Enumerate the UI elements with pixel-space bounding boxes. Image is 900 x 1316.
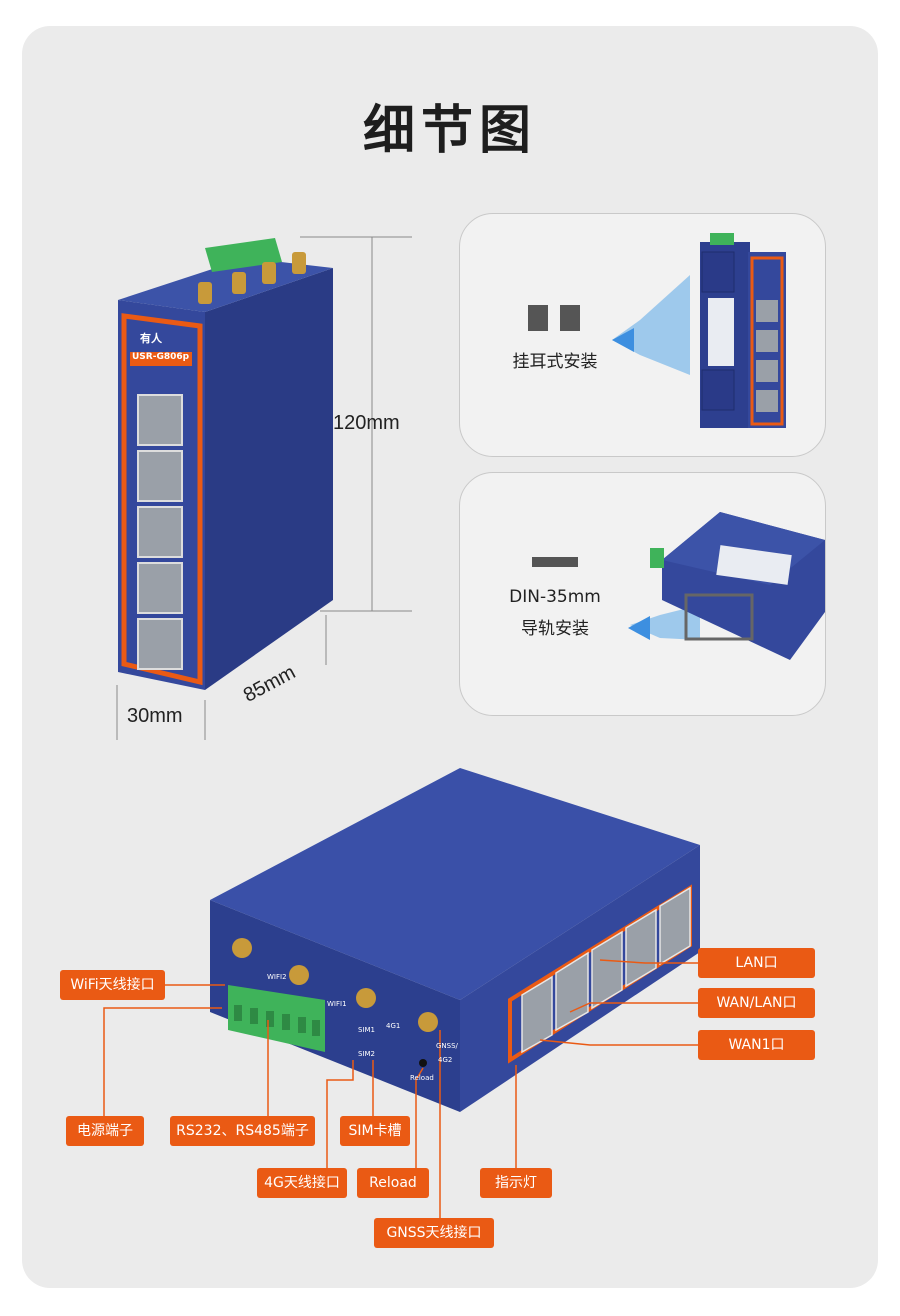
- din-mount-label-2: 导轨安装: [521, 619, 589, 639]
- callout-power-terminal: 电源端子: [66, 1116, 144, 1146]
- callout-reload: Reload: [357, 1168, 429, 1198]
- silk-4g1: 4G1: [386, 1022, 401, 1030]
- brand-logo: 有人: [140, 332, 162, 345]
- width-dimension: 30mm: [127, 705, 183, 727]
- callout-indicator: 指示灯: [480, 1168, 552, 1198]
- silk-reload: Reload: [410, 1074, 434, 1082]
- callout-rs-terminal: RS232、RS485端子: [170, 1116, 315, 1146]
- callout-wan1-port: WAN1口: [698, 1030, 815, 1060]
- silk-wifi1: WIFI1: [327, 1000, 347, 1008]
- front-ports: [137, 394, 183, 670]
- ear-mount-label: 挂耳式安装: [512, 352, 598, 372]
- callout-sim-slot: SIM卡槽: [340, 1116, 410, 1146]
- model-label-bg: [130, 352, 192, 366]
- callout-gnss-antenna: GNSS天线接口: [374, 1218, 494, 1248]
- silk-wifi2: WIFI2: [267, 973, 287, 981]
- callout-wan-lan-port: WAN/LAN口: [698, 988, 815, 1018]
- page-title: 细节图: [362, 101, 537, 161]
- callout-lan-port: LAN口: [698, 948, 815, 978]
- height-dimension: 120mm: [333, 412, 400, 434]
- silk-4g2: 4G2: [438, 1056, 453, 1064]
- model-label: USR-G806p: [132, 352, 190, 362]
- callout-4g-antenna: 4G天线接口: [257, 1168, 347, 1198]
- callout-wifi-antenna: WiFi天线接口: [60, 970, 165, 1000]
- silk-sim2: SIM2: [358, 1050, 376, 1058]
- silk-gnss: GNSS/: [436, 1042, 458, 1050]
- din-mount-label-1: DIN-35mm: [509, 587, 601, 607]
- silk-sim1: SIM1: [358, 1026, 376, 1034]
